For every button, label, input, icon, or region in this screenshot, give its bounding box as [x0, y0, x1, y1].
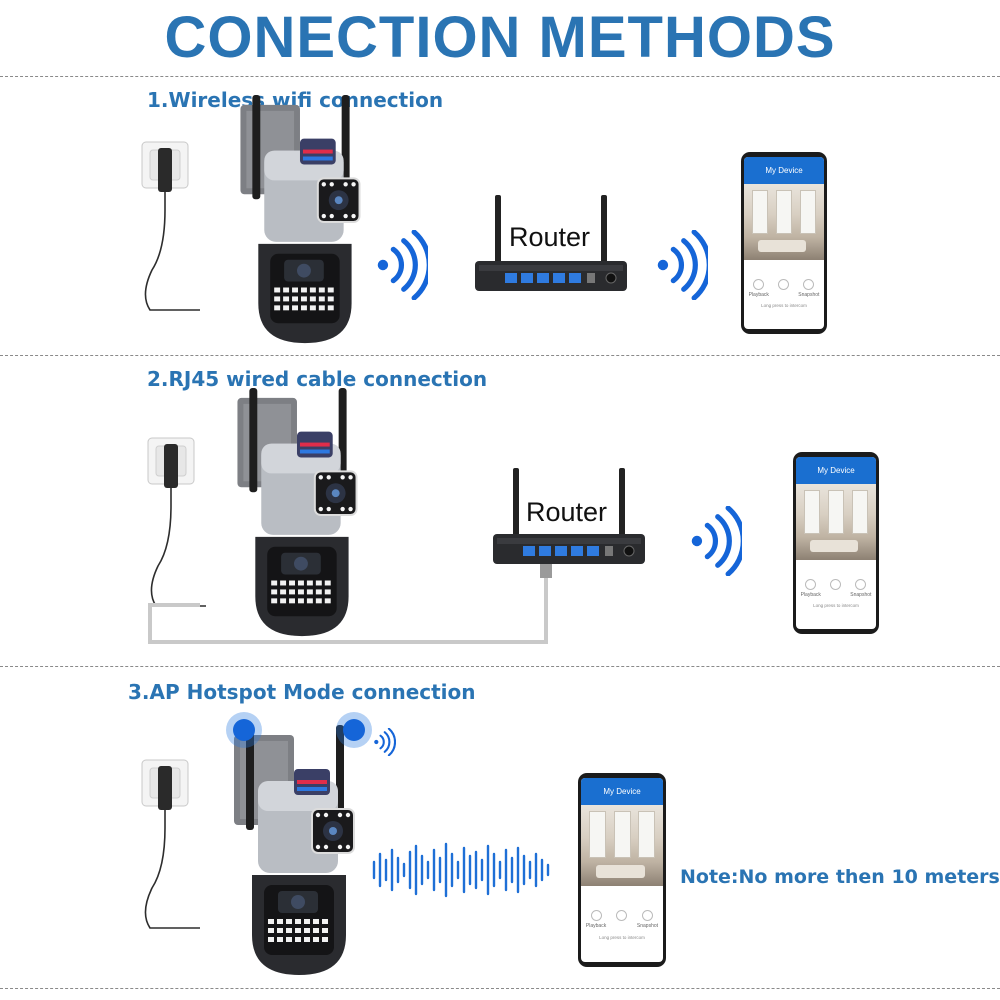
wifi-signal-icon [372, 728, 396, 756]
router-label: Router [524, 497, 610, 528]
router-icon [475, 195, 635, 315]
camera-feed [744, 184, 824, 260]
distance-note: Note:No more then 10 meters [680, 866, 1000, 888]
playback-label: Playback [748, 292, 769, 299]
divider-2 [0, 666, 1000, 667]
ethernet-cable [148, 560, 552, 644]
hotspot-glow [226, 712, 372, 748]
smartphone-icon: My Device Playback Snapshot Long press t… [793, 452, 879, 634]
page-title: CONECTION METHODS [164, 5, 836, 70]
router-icon [493, 468, 653, 588]
camera-icon [222, 724, 362, 986]
sound-wave-icon [372, 842, 550, 898]
snapshot-label: Snapshot [798, 292, 820, 299]
intercom-hint: Long press to intercom [761, 303, 807, 309]
section-3-label: 3.AP Hotspot Mode connection [128, 680, 476, 704]
smartphone-icon: My Device Playback Snapshot Long press t… [741, 152, 827, 334]
smartphone-icon: My Device Playback Snapshot Long press t… [578, 773, 666, 967]
power-adapter-icon [140, 758, 200, 948]
intercom-hint: Long press to intercom [599, 934, 645, 940]
app-title: My Device [744, 164, 824, 178]
camera-feed [581, 805, 663, 886]
wifi-signal-icon [656, 230, 708, 300]
playback-label: Playback [800, 592, 821, 599]
app-title: My Device [796, 464, 876, 478]
router-label: Router [507, 222, 593, 253]
divider-1 [0, 355, 1000, 356]
snapshot-label: Snapshot [850, 592, 872, 599]
camera-feed [796, 484, 876, 560]
app-title: My Device [581, 785, 663, 799]
playback-label: Playback [585, 922, 607, 929]
intercom-hint: Long press to intercom [813, 603, 859, 609]
wifi-signal-icon [376, 230, 428, 300]
divider-top [0, 76, 1000, 77]
wifi-signal-icon [690, 506, 742, 576]
snapshot-label: Snapshot [636, 922, 659, 929]
section-2-label: 2.RJ45 wired cable connection [147, 367, 488, 391]
power-adapter-icon [140, 140, 200, 330]
divider-bottom [0, 988, 1000, 989]
camera-icon [228, 95, 368, 353]
